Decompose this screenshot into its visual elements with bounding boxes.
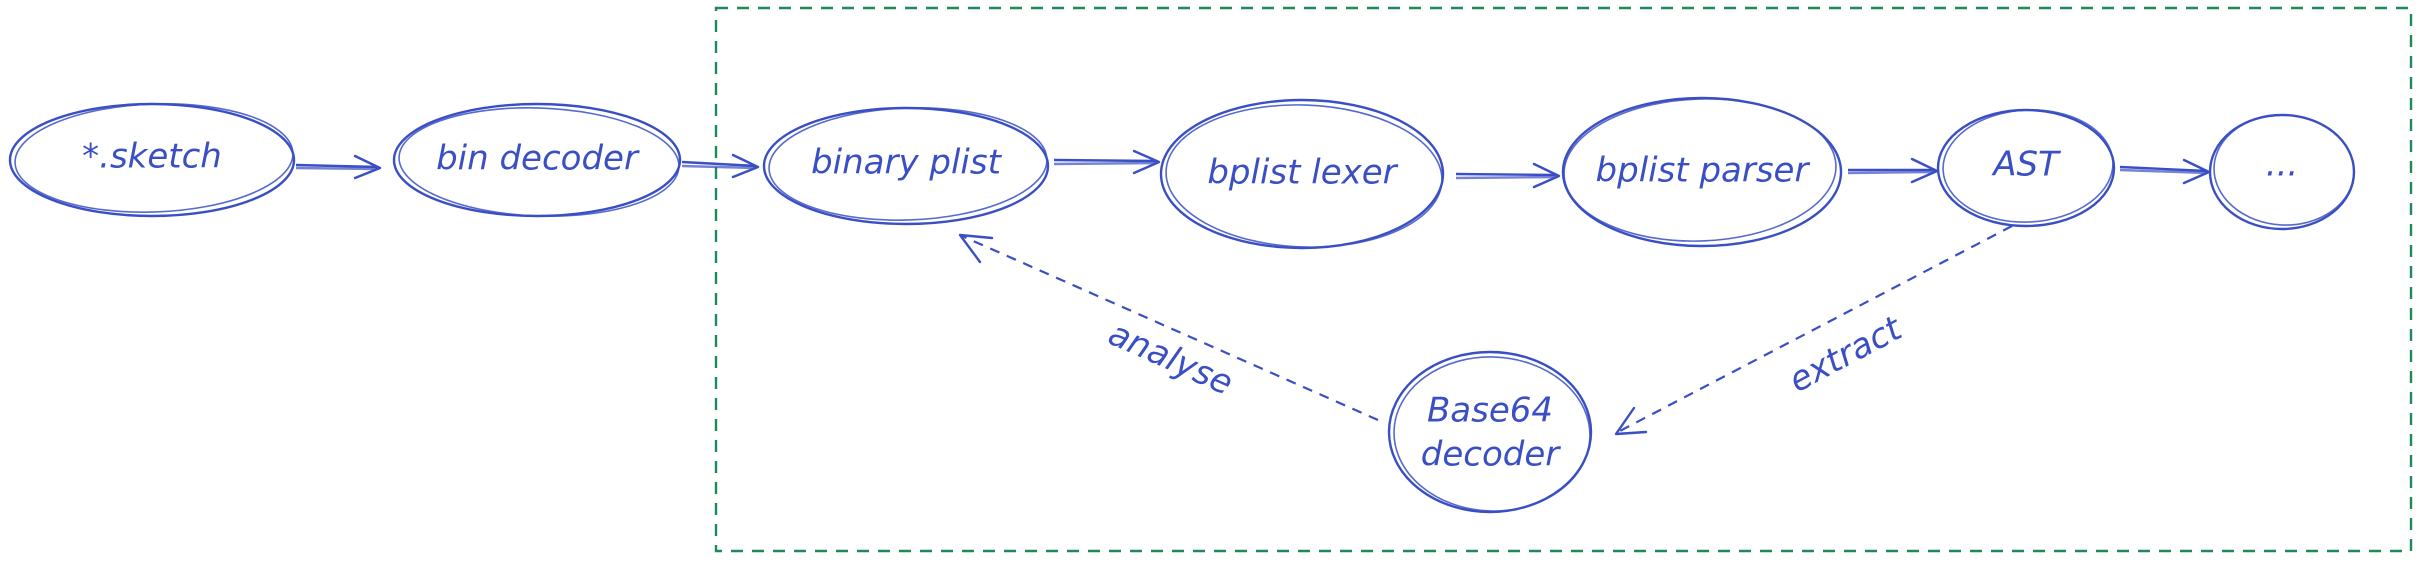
node-bplist-parser: bplist parser	[1561, 96, 1843, 248]
node-base64-decoder-label-line2: decoder	[1421, 435, 1561, 475]
edge-bplist-lexer-to-bplist-parser	[1455, 162, 1561, 189]
node-ellipsis: ...	[2208, 113, 2356, 231]
node-sketch: *.sketch	[8, 102, 296, 218]
node-sketch-label: *.sketch	[82, 137, 222, 177]
node-base64-decoder: Base64 decoder	[1387, 350, 1593, 514]
edge-base64-decoder-to-binary-plist: analyse	[958, 233, 1379, 422]
edge-sketch-to-bin-decoder	[295, 154, 382, 180]
edge-bplist-parser-to-ast	[1847, 157, 1939, 184]
node-bplist-parser-label: bplist parser	[1596, 151, 1811, 191]
node-binary-plist-label: binary plist	[811, 143, 1003, 183]
edge-extract-label: extract	[1782, 308, 1909, 401]
edge-ast-to-base64-decoder: extract	[1614, 225, 2013, 436]
node-ast: AST	[1936, 108, 2116, 228]
node-bplist-lexer: bplist lexer	[1159, 98, 1445, 250]
node-bplist-lexer-label: bplist lexer	[1207, 153, 1398, 193]
edge-ast-to-ellipsis	[2119, 158, 2211, 185]
edge-bin-decoder-to-binary-plist	[681, 153, 760, 179]
node-bin-decoder: bin decoder	[392, 102, 682, 218]
edge-binary-plist-to-bplist-lexer	[1053, 149, 1161, 175]
node-ast-label: AST	[1991, 145, 2061, 185]
node-ellipsis-label: ...	[2266, 145, 2298, 185]
group-container	[714, 6, 2413, 553]
node-base64-decoder-label-line1: Base64	[1427, 391, 1553, 431]
node-bin-decoder-label: bin decoder	[436, 139, 640, 179]
node-binary-plist: binary plist	[762, 106, 1050, 226]
edge-analyse-label: analyse	[1102, 314, 1238, 404]
